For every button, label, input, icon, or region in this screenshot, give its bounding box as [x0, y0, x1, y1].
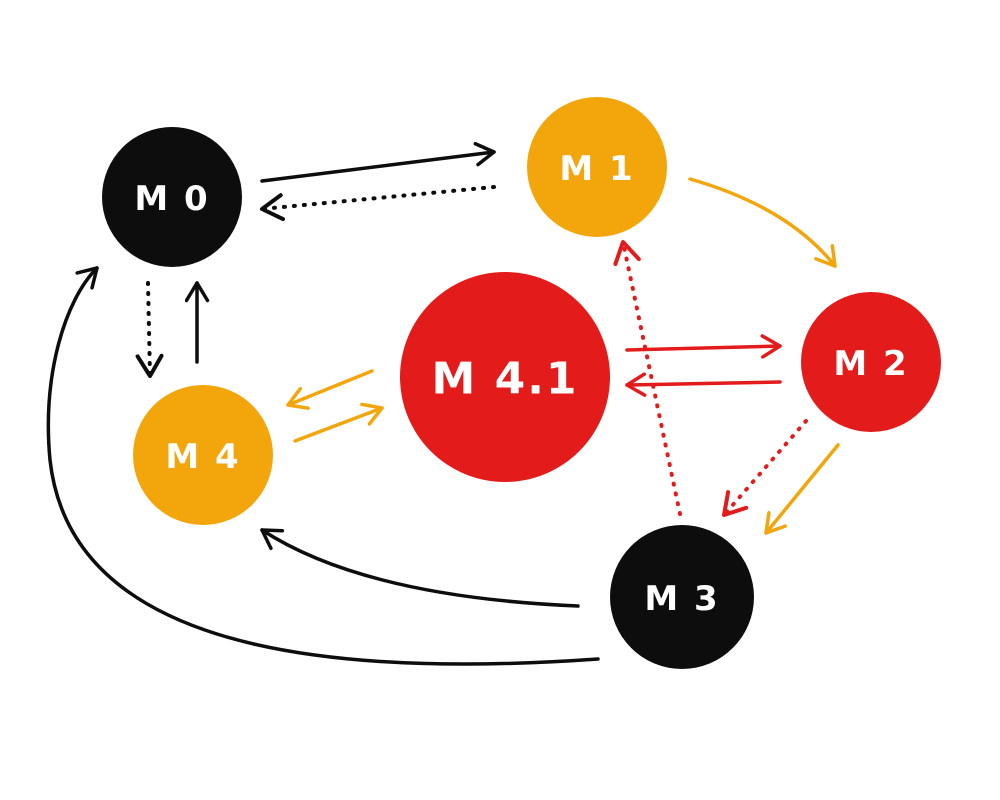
node-m0-circle: [102, 127, 242, 267]
node-m4-circle: [133, 385, 273, 525]
edge-m2-to-m41: [625, 372, 782, 397]
node-m3-circle: [610, 525, 754, 669]
node-m41-circle: [400, 272, 610, 482]
node-m0[interactable]: M 0: [102, 127, 242, 267]
edge-m2-to-m3-solid: [764, 443, 840, 535]
node-m41[interactable]: M 4.1: [400, 272, 610, 482]
node-m4[interactable]: M 4: [133, 385, 273, 525]
node-m0-label: M 0: [134, 179, 209, 219]
node-m1[interactable]: M 1: [527, 97, 667, 237]
node-m1-label: M 1: [559, 149, 634, 189]
edge-m1-to-m0: [260, 185, 496, 222]
node-m3[interactable]: M 3: [610, 525, 754, 669]
node-m2-label: M 2: [833, 344, 908, 384]
edge-m3-to-m4: [260, 528, 580, 608]
node-m2[interactable]: M 2: [801, 292, 941, 432]
edge-m3-to-m1: [613, 240, 682, 516]
edge-m3-to-m0: [46, 266, 600, 666]
edge-m0-to-m4: [135, 281, 164, 378]
node-m2-circle: [801, 292, 941, 432]
node-m1-circle: [527, 97, 667, 237]
edge-m0-to-m1: [260, 142, 496, 183]
node-m41-label: M 4.1: [431, 354, 578, 405]
edge-m1-to-m2: [688, 177, 837, 268]
node-m3-label: M 3: [644, 579, 719, 619]
node-m4-label: M 4: [165, 437, 240, 477]
edge-m41-to-m2: [625, 334, 782, 359]
edge-m41-to-m4: [286, 369, 374, 410]
edge-m2-to-m3-dotted: [722, 419, 808, 517]
edge-m4-to-m41: [293, 402, 384, 443]
